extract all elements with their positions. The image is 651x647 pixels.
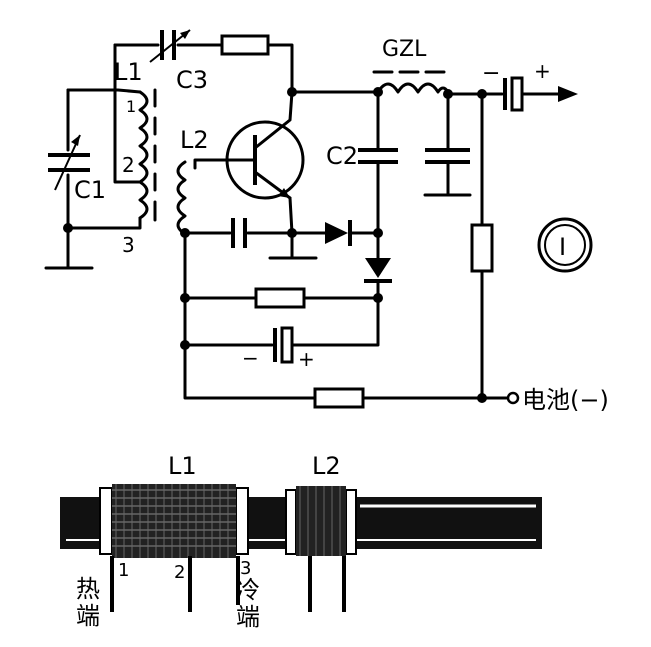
capacitor-c2: [358, 90, 398, 235]
resistor-right: [470, 92, 494, 400]
wire: [183, 231, 317, 400]
diode-horizontal: [290, 220, 380, 246]
polarity-minus: −: [482, 61, 500, 86]
polarity-minus: −: [242, 346, 259, 370]
pin-label: 3: [240, 558, 251, 579]
label-l2: L2: [180, 126, 209, 154]
label-c1: C1: [74, 176, 106, 204]
cold-end-label: 端: [236, 603, 260, 631]
inductor-l2: [176, 158, 227, 236]
wire: [66, 88, 142, 94]
pin-label: 2: [174, 562, 185, 583]
hot-end-label: 热: [76, 575, 100, 603]
label-gzl: GZL: [382, 37, 427, 62]
battery-terminal[interactable]: [506, 391, 520, 405]
coil-l2-winding: [285, 486, 357, 556]
coil-label-l2: L2: [312, 452, 341, 480]
coil-leads: [110, 556, 346, 612]
pin-label: 1: [118, 560, 129, 581]
battery-label: 电池(−): [522, 386, 609, 414]
resistor-bottom: [313, 387, 510, 409]
label-c2: C2: [326, 142, 358, 170]
capacitor-output: [480, 76, 578, 112]
coil-label-l1: L1: [168, 452, 197, 480]
capacitor-c1: [44, 88, 94, 270]
choke-gzl: [372, 70, 450, 94]
cold-end-label: 冷: [236, 576, 260, 604]
capacitor-electrolytic-mid: [183, 296, 380, 364]
wire: [288, 196, 294, 260]
transistor: [223, 90, 305, 200]
coil-l1-winding: [99, 484, 249, 558]
capacitor-c3: [113, 29, 224, 63]
polarity-plus: +: [298, 347, 315, 371]
capacitor-coupling: [183, 218, 294, 248]
inductor-l1: [113, 43, 157, 230]
tap-label: 3: [122, 233, 135, 257]
polarity-plus: +: [534, 59, 551, 83]
tap-label: 2: [122, 153, 135, 177]
diode-vertical: [364, 231, 392, 302]
hot-end-label: 端: [76, 602, 100, 630]
label-l1: L1: [114, 58, 143, 86]
label-c3: C3: [176, 66, 208, 94]
meter-label: I: [559, 233, 566, 261]
resistor-top: [220, 34, 294, 94]
capacitor-filter: [423, 92, 472, 197]
meter: [537, 217, 593, 273]
tap-label: 1: [126, 97, 136, 116]
resistor-middle: [183, 287, 380, 309]
